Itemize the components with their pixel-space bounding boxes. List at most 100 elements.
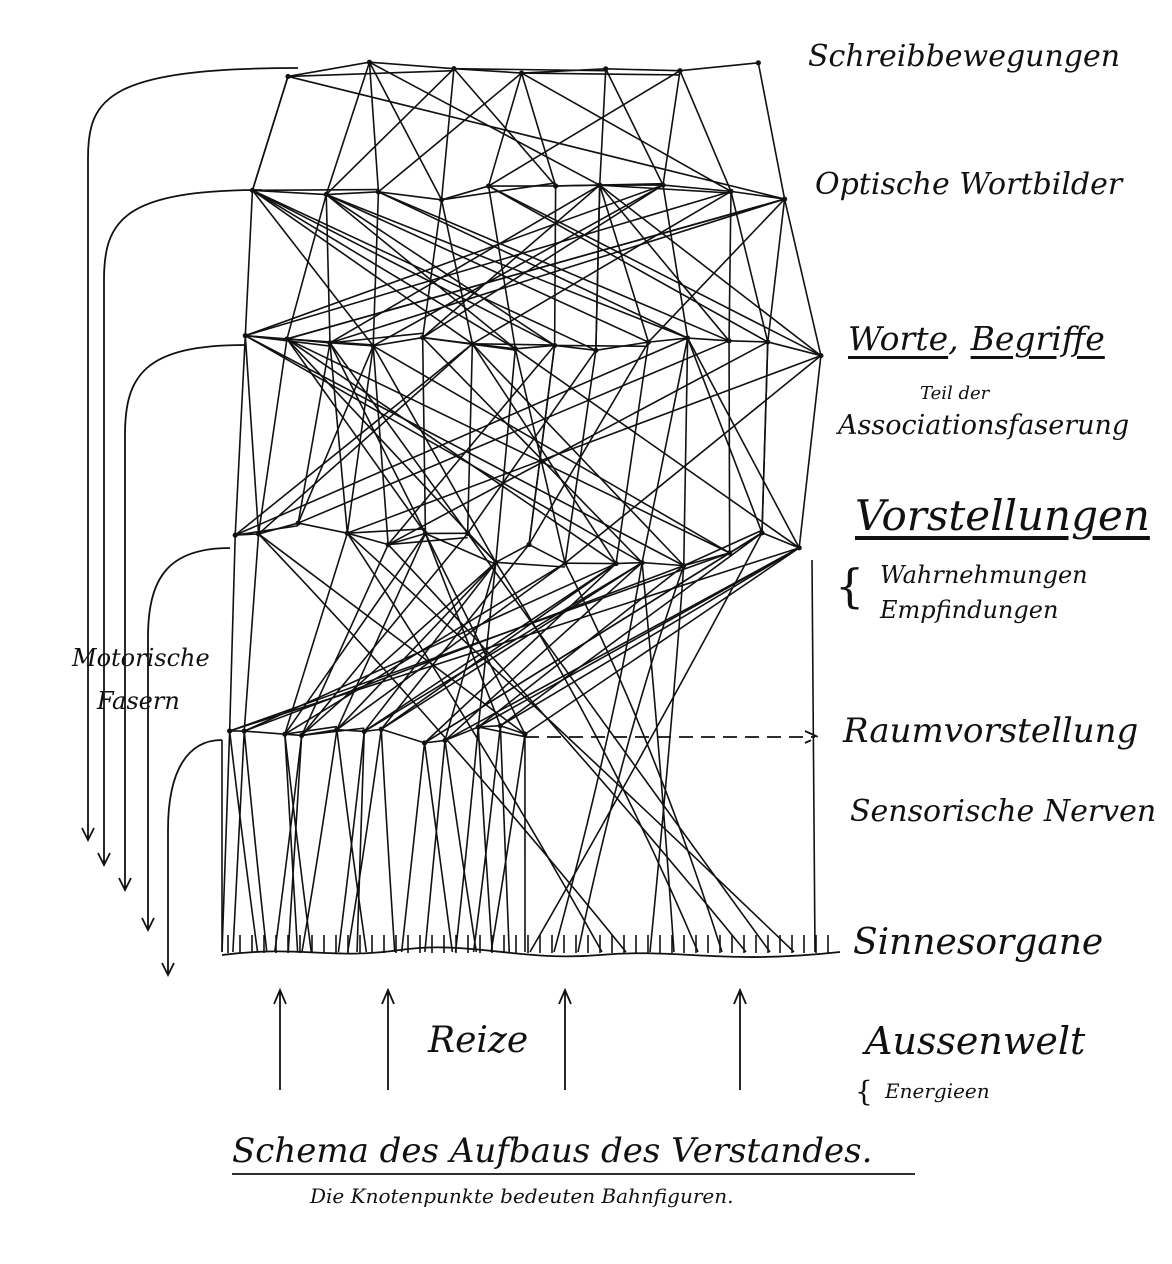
node-point (603, 66, 609, 72)
inter-layer-link (766, 198, 786, 343)
sensory-nerve (232, 731, 246, 953)
inter-layer-link (243, 564, 685, 732)
sensory-nerve (346, 532, 603, 953)
inter-layer-link (488, 70, 681, 187)
node-point (497, 723, 503, 729)
inter-layer-link (258, 533, 526, 735)
inter-layer-link (728, 191, 732, 341)
inter-layer-link (368, 61, 443, 201)
motor-fiber-arrow (118, 344, 246, 893)
sensory-nerve (387, 543, 747, 953)
inter-layer-link (234, 343, 473, 536)
intra-layer-link (605, 68, 681, 72)
node-point (645, 339, 652, 345)
node-point (681, 563, 687, 569)
node-point (613, 560, 619, 567)
intra-layer-link (424, 739, 446, 744)
intra-layer-link (683, 529, 763, 567)
sensory-nerve (346, 532, 795, 953)
inter-layer-link (682, 338, 689, 566)
intra-layer-link (284, 725, 337, 735)
sensory-nerve (444, 740, 478, 953)
motor-fiber-arrow (97, 189, 263, 868)
sensory-nerve (499, 725, 511, 953)
inter-layer-link (471, 343, 685, 567)
inter-layer-link (647, 198, 786, 343)
inter-layer-link (444, 562, 497, 741)
node-point (685, 335, 691, 341)
node-point (475, 724, 481, 730)
node-point (285, 73, 291, 80)
node-point (361, 728, 367, 735)
node-point (677, 68, 683, 74)
node-point (562, 560, 568, 566)
inter-layer-link (325, 68, 455, 196)
intra-layer-link (595, 341, 649, 352)
label-reize: Reize (428, 1020, 529, 1061)
node-point (327, 340, 333, 346)
inter-layer-link (286, 338, 730, 554)
sensory-nerve (400, 742, 426, 953)
node-point (422, 530, 429, 537)
node-point (728, 188, 734, 194)
inter-layer-link (783, 198, 822, 356)
label-aussenwelt: Aussenwelt (865, 1019, 1086, 1063)
node-point (299, 732, 305, 739)
diagram-subtitle: Die Knotenpunkte bedeuten Bahnfiguren. (310, 1184, 734, 1208)
label-fasern: Fasern (97, 687, 180, 715)
intra-layer-link (301, 727, 365, 737)
inter-layer-link (244, 334, 643, 564)
node-point (512, 346, 518, 352)
node-point (597, 182, 603, 188)
intra-layer-link (422, 336, 516, 351)
node-point (282, 731, 288, 737)
node-point (469, 341, 475, 347)
inter-layer-link (524, 547, 800, 735)
node-point (485, 183, 492, 189)
inter-layer-link (466, 343, 474, 534)
sensory-nerve (346, 729, 383, 953)
sensory-nerve (221, 730, 231, 953)
inter-layer-link (245, 190, 732, 337)
inter-layer-link (258, 343, 473, 535)
inter-layer-link (471, 190, 732, 345)
label-worte-begriffe: Worte , Begriffe (848, 320, 1105, 358)
inter-layer-link (730, 191, 769, 343)
inter-layer-link (686, 337, 763, 534)
inter-layer-link (286, 338, 617, 565)
inter-layer-link (329, 198, 785, 344)
inter-layer-link (488, 185, 769, 343)
sensory-nerve (287, 735, 303, 953)
inter-layer-link (499, 532, 763, 727)
inter-layer-link (761, 341, 769, 533)
sensory-nerve (649, 565, 685, 953)
sinnesorgane-line (221, 946, 841, 958)
inter-layer-link (329, 342, 349, 534)
sensory-nerve (423, 742, 454, 953)
inter-layer-link (325, 193, 649, 343)
label-schreibbewegungen: Schreibbewegungen (808, 39, 1121, 74)
inter-layer-link (514, 348, 566, 564)
node-point (755, 60, 761, 66)
intra-layer-link (326, 191, 379, 196)
intra-layer-link (521, 72, 681, 76)
inter-layer-link (605, 68, 664, 186)
inter-layer-link (287, 75, 785, 200)
sensory-nerve (301, 729, 338, 953)
label-worte: Worte (848, 319, 949, 358)
inter-layer-link (564, 354, 822, 564)
inter-layer-link (424, 552, 731, 744)
node-point (639, 560, 645, 566)
intra-layer-link (528, 543, 566, 564)
intra-layer-link (730, 190, 785, 200)
sensory-nerve (454, 726, 480, 953)
inter-layer-link (336, 561, 497, 731)
inter-layer-link (234, 335, 247, 536)
node-point (465, 530, 471, 536)
inter-layer-link (325, 193, 688, 339)
inter-layer-link (346, 345, 374, 534)
inter-layer-link (477, 547, 800, 728)
intra-layer-link (329, 332, 423, 344)
intra-layer-link (441, 185, 489, 201)
